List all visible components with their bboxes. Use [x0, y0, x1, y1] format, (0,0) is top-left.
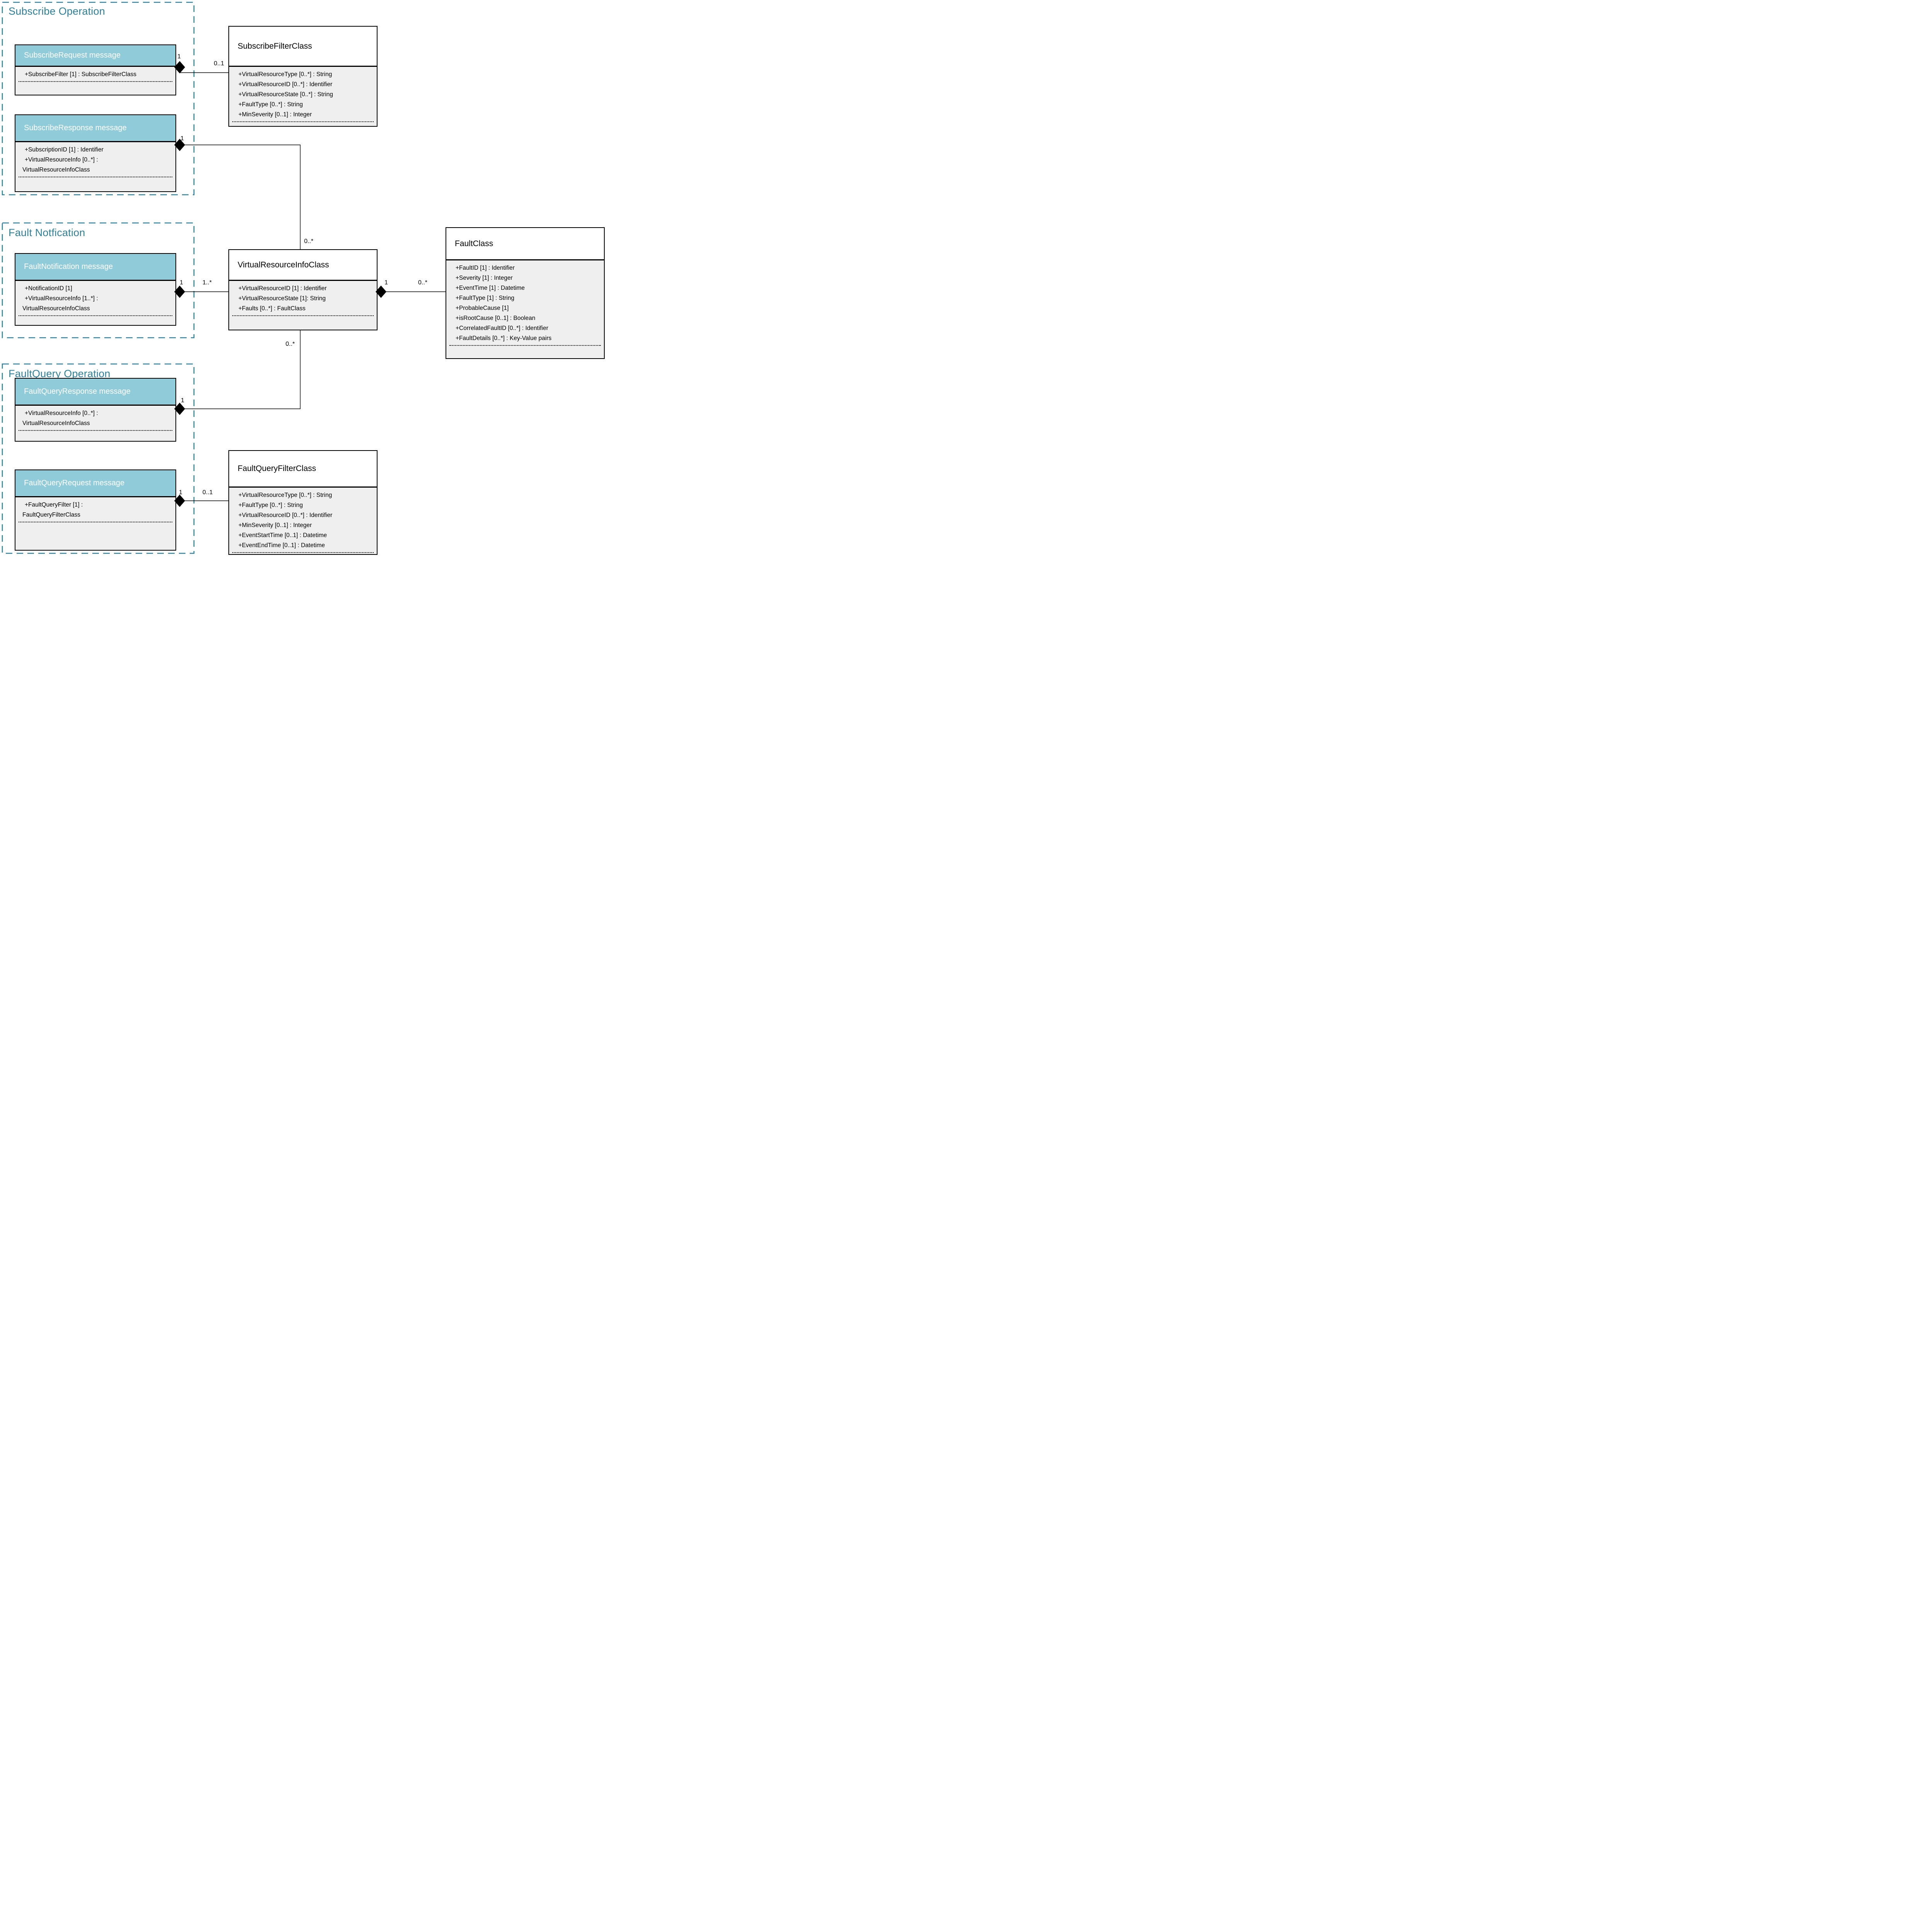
attribute: +EventStartTime [0..1] : Datetime: [238, 532, 327, 539]
attribute: +FaultID [1] : Identifier: [456, 265, 515, 271]
uml-diagram-canvas: Subscribe Operation Fault Notfication Fa…: [0, 0, 609, 558]
class-header: VirtualResourceInfoClass: [229, 250, 377, 281]
class-header: SubscribeResponse message: [15, 115, 175, 142]
multiplicity-label: 1: [181, 397, 184, 404]
class-fault-class: FaultClass +FaultID [1] : Identifier +Se…: [446, 227, 605, 359]
class-title: VirtualResourceInfoClass: [238, 260, 329, 269]
class-body: +FaultID [1] : Identifier +Severity [1] …: [446, 260, 604, 358]
multiplicity-label: 1..*: [202, 279, 212, 286]
class-header: FaultNotification message: [15, 254, 175, 281]
attribute: +isRootCause [0..1] : Boolean: [456, 315, 536, 321]
attribute-divider: [232, 552, 374, 553]
attribute: VirtualResourceInfoClass: [22, 167, 90, 173]
class-body: +SubscriptionID [1] : Identifier +Virtua…: [15, 142, 175, 191]
connector-subscriberesponse-virtualresourceinfoclass: [180, 145, 301, 249]
multiplicity-label: 0..*: [285, 341, 295, 347]
attribute-divider: [19, 430, 172, 431]
class-header: FaultClass: [446, 228, 604, 260]
class-body: +VirtualResourceInfo [0..*] : VirtualRes…: [15, 406, 175, 441]
attribute-divider: [232, 315, 374, 316]
class-title: FaultQueryFilterClass: [238, 464, 316, 473]
class-title: FaultQueryResponse message: [24, 387, 131, 396]
class-subscribe-response-message: SubscribeResponse message +SubscriptionI…: [15, 114, 176, 192]
attribute: +ProbableCause [1]: [456, 305, 509, 311]
class-body: +VirtualResourceType [0..*] : String +Fa…: [229, 488, 377, 554]
attribute: +VirtualResourceInfo [1..*] :: [25, 295, 98, 302]
attribute-divider: [232, 121, 374, 122]
attribute: +VirtualResourceID [0..*] : Identifier: [238, 512, 333, 519]
attribute: +NotificationID [1]: [25, 285, 72, 292]
attribute: VirtualResourceInfoClass: [22, 420, 90, 427]
class-title: FaultNotification message: [24, 262, 113, 271]
multiplicity-label: 1: [177, 53, 181, 60]
class-virtual-resource-info-class: VirtualResourceInfoClass +VirtualResourc…: [228, 249, 378, 330]
multiplicity-label: 0..1: [214, 60, 224, 67]
group-title-subscribe-operation: Subscribe Operation: [9, 5, 105, 17]
attribute: +SubscribeFilter [1] : SubscribeFilterCl…: [25, 71, 137, 78]
attribute: +MinSeverity [0..1] : Integer: [238, 522, 312, 529]
attribute: +CorrelatedFaultID [0..*] : Identifier: [456, 325, 548, 332]
attribute: +VirtualResourceState [0..*] : String: [238, 91, 333, 98]
multiplicity-label: 1: [180, 135, 184, 142]
attribute: +VirtualResourceID [0..*] : Identifier: [238, 81, 333, 88]
attribute: +FaultType [1] : String: [456, 295, 515, 301]
multiplicity-label: 0..1: [202, 489, 213, 496]
class-header: SubscribeRequest message: [15, 45, 175, 67]
multiplicity-label: 1: [384, 279, 388, 286]
attribute-divider: [19, 81, 172, 82]
attribute: +SubscriptionID [1] : Identifier: [25, 146, 104, 153]
attribute: +VirtualResourceInfo [0..*] :: [25, 410, 98, 417]
class-title: SubscribeRequest message: [24, 51, 121, 60]
class-subscribe-filter-class: SubscribeFilterClass +VirtualResourceTyp…: [228, 26, 378, 127]
attribute: +FaultType [0..*] : String: [238, 502, 303, 509]
class-body: +SubscribeFilter [1] : SubscribeFilterCl…: [15, 67, 175, 95]
class-title: FaultClass: [455, 239, 493, 248]
multiplicity-label: 1: [179, 489, 182, 496]
multiplicity-label: 0..*: [304, 238, 314, 245]
class-subscribe-request-message: SubscribeRequest message +SubscribeFilte…: [15, 44, 176, 95]
attribute: +MinSeverity [0..1] : Integer: [238, 111, 312, 118]
attribute: +VirtualResourceID [1] : Identifier: [238, 285, 327, 292]
class-header: FaultQueryResponse message: [15, 379, 175, 406]
class-title: SubscribeFilterClass: [238, 41, 312, 51]
class-title: SubscribeResponse message: [24, 124, 127, 132]
class-body: +NotificationID [1] +VirtualResourceInfo…: [15, 281, 175, 325]
multiplicity-label: 1: [180, 279, 183, 286]
attribute: +EventTime [1] : Datetime: [456, 285, 525, 291]
class-header: FaultQueryFilterClass: [229, 451, 377, 488]
attribute: +FaultQueryFilter [1] :: [25, 502, 83, 508]
attribute: +EventEndTime [0..1] : Datetime: [238, 542, 325, 549]
class-body: +FaultQueryFilter [1] : FaultQueryFilter…: [15, 497, 175, 550]
class-header: FaultQueryRequest message: [15, 470, 175, 497]
attribute: +VirtualResourceType [0..*] : String: [238, 492, 332, 498]
class-body: +VirtualResourceType [0..*] : String +Vi…: [229, 67, 377, 126]
attribute: +Severity [1] : Integer: [456, 275, 513, 281]
class-faultquery-filter-class: FaultQueryFilterClass +VirtualResourceTy…: [228, 450, 378, 555]
class-body: +VirtualResourceID [1] : Identifier +Vir…: [229, 281, 377, 330]
group-title-fault-notification: Fault Notfication: [9, 227, 85, 238]
attribute: +VirtualResourceInfo [0..*] :: [25, 156, 98, 163]
attribute: +FaultDetails [0..*] : Key-Value pairs: [456, 335, 552, 342]
attribute-divider: [19, 315, 172, 316]
attribute: VirtualResourceInfoClass: [22, 305, 90, 312]
class-header: SubscribeFilterClass: [229, 27, 377, 67]
attribute-divider: [449, 345, 601, 346]
class-title: FaultQueryRequest message: [24, 479, 125, 487]
attribute: +VirtualResourceState [1]: String: [238, 295, 326, 302]
attribute: +VirtualResourceType [0..*] : String: [238, 71, 332, 78]
group-title-faultquery-operation: FaultQuery Operation: [9, 368, 111, 379]
attribute: FaultQueryFilterClass: [22, 512, 80, 518]
class-faultquery-request-message: FaultQueryRequest message +FaultQueryFil…: [15, 469, 176, 551]
class-fault-notification-message: FaultNotification message +NotificationI…: [15, 253, 176, 326]
attribute: +Faults [0..*] : FaultClass: [238, 305, 306, 312]
class-faultquery-response-message: FaultQueryResponse message +VirtualResou…: [15, 378, 176, 442]
attribute: +FaultType [0..*] : String: [238, 101, 303, 108]
multiplicity-label: 0..*: [418, 279, 428, 286]
connector-subscriberequest-subscribefilterclass: [179, 68, 228, 73]
